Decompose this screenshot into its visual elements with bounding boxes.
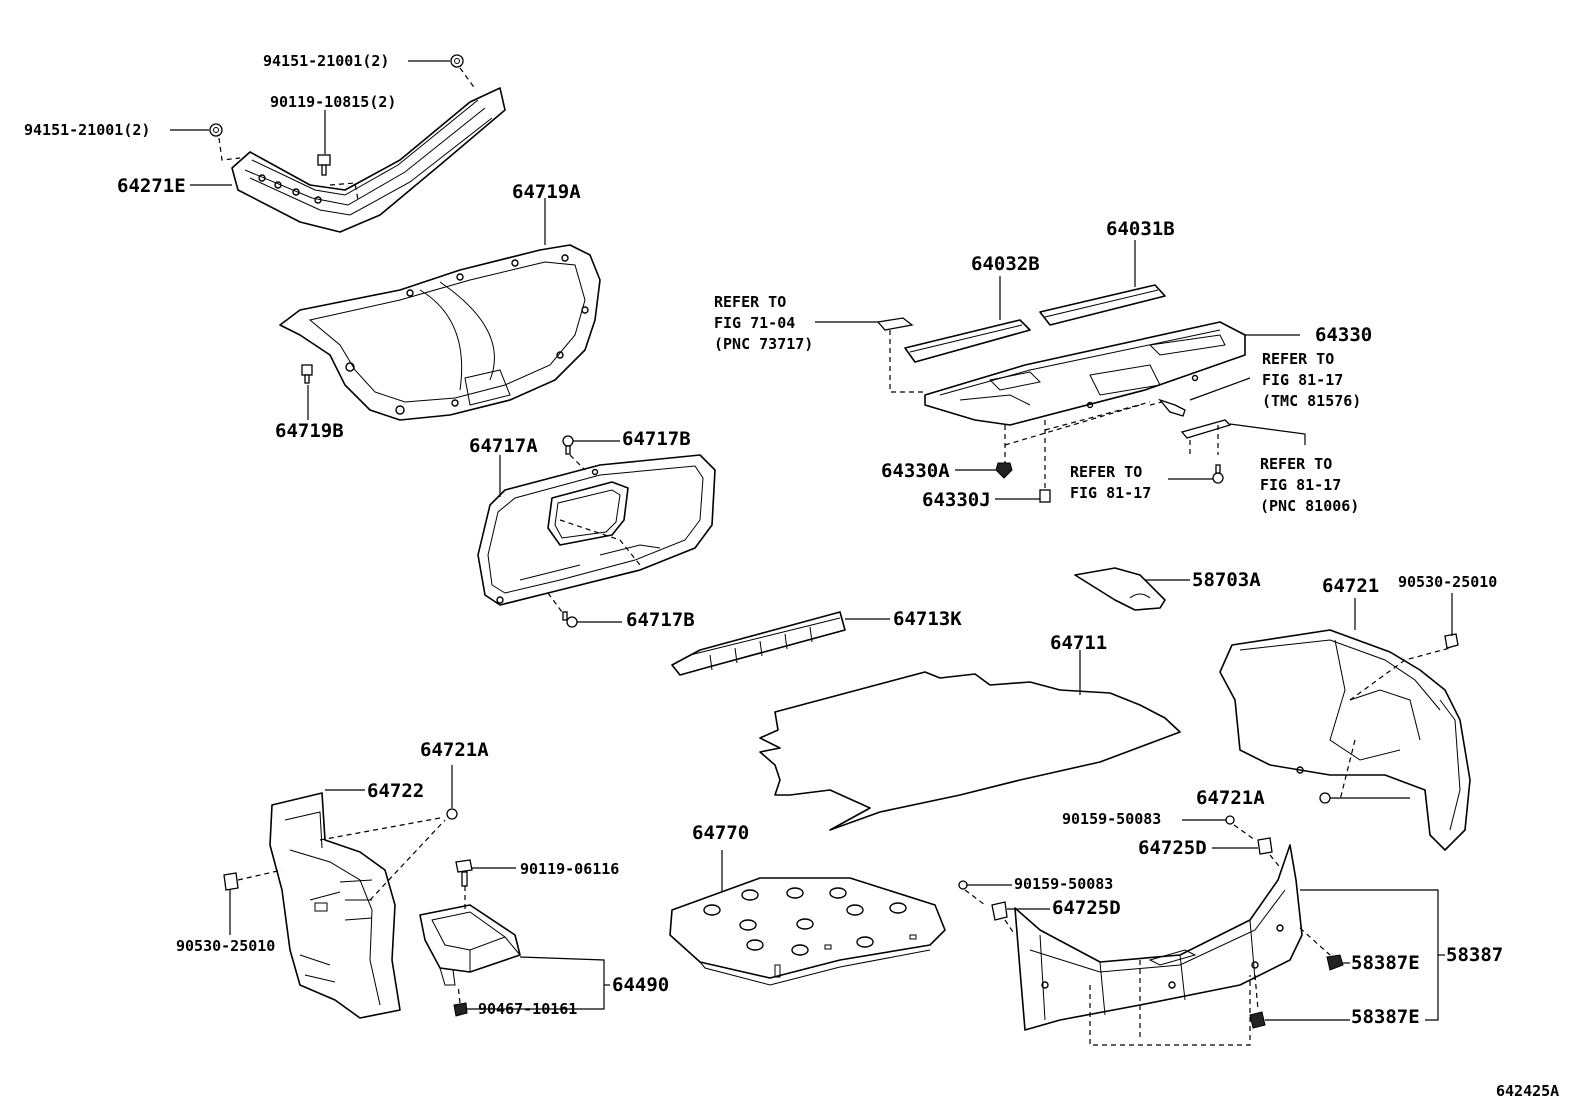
bolt-90467-10161 [453,984,468,1017]
label-64330J: 64330J [922,489,991,511]
label-64330: 64330 [1315,324,1372,346]
diagram-id: 642425A [1496,1082,1559,1099]
part-64717A-trim [477,454,716,606]
label-64725D-top: 64725D [1138,837,1207,859]
clip-64717B-bot [547,592,578,628]
label-58387E-top: 58387E [1351,952,1420,974]
clip-ref1 [876,317,925,393]
part-64271E-bracket [231,87,506,233]
clip-64725D-bot [991,901,1016,936]
label-90467-10161: 90467-10161 [478,1000,577,1018]
label-64717B-top: 64717B [622,428,691,450]
bolt-90119-10815 [317,154,359,201]
label-64713K: 64713K [893,608,962,630]
bracket-ref4 [1180,419,1306,455]
label-90159-50083-bot: 90159-50083 [1014,875,1113,893]
label-58387: 58387 [1446,944,1503,966]
label-64770: 64770 [692,822,749,844]
label-90530-25010-left: 90530-25010 [176,937,275,955]
ref4-line1: REFER TO [1260,455,1332,473]
label-64032B: 64032B [971,253,1040,275]
part-64770-board [669,877,946,986]
reference-notes: REFER TO FIG 71-04 (PNC 73717) REFER TO … [714,293,1361,515]
ref2-line1: REFER TO [1262,350,1334,368]
clip-58387E-bot [1249,1011,1266,1029]
label-64031B: 64031B [1106,218,1175,240]
label-90159-50083-top: 90159-50083 [1062,810,1161,828]
ref1-line2: FIG 71-04 [714,314,795,332]
clip-90159-bot [958,880,986,906]
clip-94151-left [209,123,241,161]
clip-58387E-top [1326,954,1344,971]
clip-94151-top [450,54,477,91]
clip-64721A-left [446,765,458,820]
part-64722 [269,792,401,1019]
label-94151-21001-left: 94151-21001(2) [24,121,150,139]
label-90530-25010-right: 90530-25010 [1398,573,1497,591]
part-64713K [671,611,846,676]
ref4-line3: (PNC 81006) [1260,497,1359,515]
part-64032B-strip [904,319,1031,363]
part-64711-mat [759,671,1181,831]
part-58387 [1014,844,1303,1031]
label-64717B-bot: 64717B [626,609,695,631]
ref2-line3: (TMC 81576) [1262,392,1361,410]
part-labels: 94151-21001(2) 90119-10815(2) 94151-2100… [24,52,1559,1099]
clip-64717B-top [562,435,586,471]
label-58387E-bot: 58387E [1351,1006,1420,1028]
label-58703A: 58703A [1192,569,1261,591]
label-90119-10815: 90119-10815(2) [270,93,396,111]
label-64721A-left: 64721A [420,739,489,761]
label-64711: 64711 [1050,632,1107,654]
label-64721A-right: 64721A [1196,787,1265,809]
label-64717A: 64717A [469,435,538,457]
label-94151-21001-top: 94151-21001(2) [263,52,389,70]
part-64719A-trim [279,244,601,421]
label-64490: 64490 [612,974,669,996]
ref4-line2: FIG 81-17 [1260,476,1341,494]
label-64721: 64721 [1322,575,1379,597]
label-64719A: 64719A [512,181,581,203]
ref1-line1: REFER TO [714,293,786,311]
ref1-line3: (PNC 73717) [714,335,813,353]
bolt-90119-06116 [455,859,473,910]
part-64490-tray [419,904,521,986]
ref2-line2: FIG 81-17 [1262,371,1343,389]
clip-64725D-top [1257,837,1283,871]
clip-64721A-right [1319,792,1331,804]
part-58703A [1074,567,1166,611]
ref3-line2: FIG 81-17 [1070,484,1151,502]
part-64031B-strip [1039,284,1166,326]
clip-64719B [301,364,313,384]
part-64721 [1219,629,1471,851]
clip-64330A [995,462,1013,479]
clip-90530-left [223,869,283,891]
clip-ref3 [1212,464,1224,484]
label-64330A: 64330A [881,460,950,482]
label-64271E: 64271E [117,175,186,197]
label-64725D-bot: 64725D [1052,897,1121,919]
clip-90159-top [1225,815,1256,841]
ref3-line1: REFER TO [1070,463,1142,481]
bolt-ref2 [1149,377,1251,417]
part-64330-shelf [924,321,1246,426]
label-64722: 64722 [367,780,424,802]
label-64719B: 64719B [275,420,344,442]
clip-90530-right [1444,633,1459,649]
clip-64330J [1039,489,1051,503]
label-90119-06116: 90119-06116 [520,860,619,878]
